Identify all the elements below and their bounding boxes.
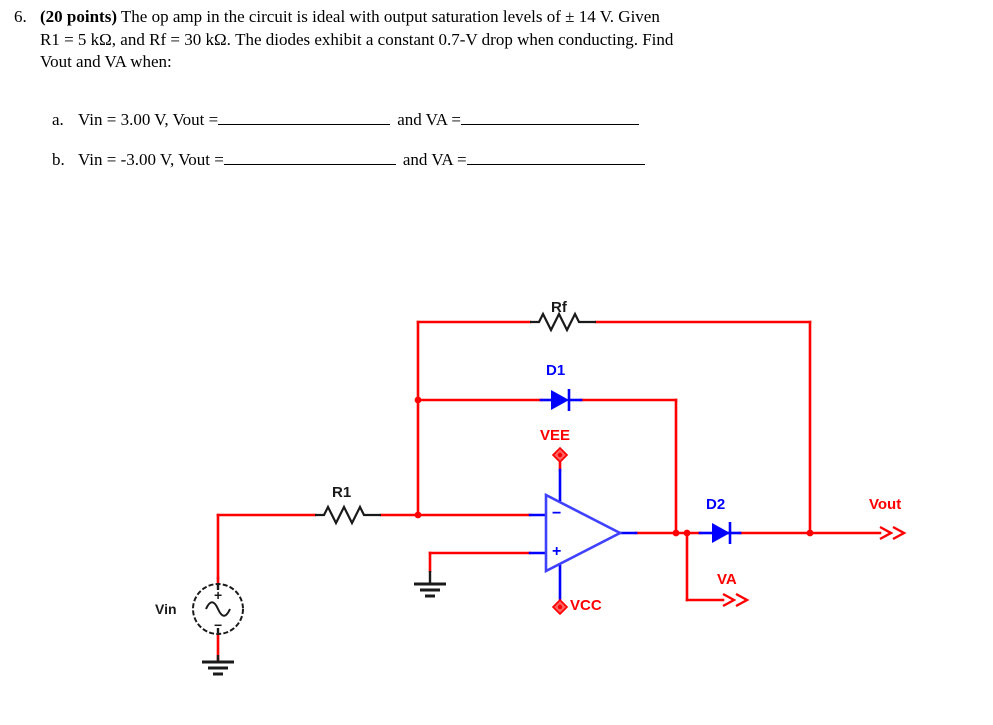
label-vcc: VCC [570,597,602,614]
label-va: VA [717,571,737,588]
junction-va-node [683,529,691,537]
subpart-b-middle: and VA = [402,150,467,169]
wire-group-blue [528,398,742,602]
junction-d1-node [414,396,422,404]
label-rf: Rf [551,299,567,316]
subpart-a: a. Vin = 3.00 V, Vout = and VA = [52,110,932,150]
junction-dots [414,396,814,537]
question-number: 6. [14,7,27,26]
voltage-source-vin [192,583,244,635]
question-line3: Vout and VA when: [40,52,172,71]
opamp-inverting-sign: − [552,505,562,522]
junction-vout-node [806,529,814,537]
va-port-icon [722,592,750,608]
diode-d1-symbol [551,389,571,411]
subparts-list: a. Vin = 3.00 V, Vout = and VA = b. Vin … [52,110,932,190]
subpart-a-va-blank[interactable] [460,110,639,125]
label-r1: R1 [332,484,352,501]
question-line-1: 6. (20 points) The op amp in the circuit… [14,6,954,74]
subpart-b: b. Vin = -3.00 V, Vout = and VA = [52,150,932,190]
resistor-rf-symbol [530,311,596,333]
opamp-noninverting-sign: + [552,543,562,560]
source-plus-sign: + [214,587,223,603]
wire-group-red [216,320,882,662]
junction-opamp-out-node [672,529,680,537]
subpart-a-letter: a. [52,110,64,129]
diode-d2-symbol [712,522,732,544]
vcc-dot [557,604,563,610]
subpart-b-va-blank[interactable] [466,150,645,165]
label-vout: Vout [869,496,902,513]
label-d1: D1 [546,362,566,379]
ground-symbol-opamp [414,571,446,598]
label-vin: Vin [155,601,177,617]
vout-port-icon [879,525,907,541]
subpart-b-letter: b. [52,150,65,169]
resistor-r1-symbol [315,504,381,526]
question-block: 6. (20 points) The op amp in the circuit… [14,6,954,74]
label-vee: VEE [540,427,571,444]
subpart-a-vout-blank[interactable] [218,110,391,125]
subpart-a-prefix: Vin = 3.00 V, Vout = [78,110,219,129]
question-line1-rest: The op amp in the circuit is ideal with … [116,7,660,26]
source-minus-sign: − [214,617,223,633]
opamp-symbol [544,492,623,574]
ground-symbol-vin [202,655,234,676]
power-markers [551,446,569,616]
vee-dot [557,452,563,458]
subpart-b-prefix: Vin = -3.00 V, Vout = [78,150,224,169]
question-line2: R1 = 5 kΩ, and Rf = 30 kΩ. The diodes ex… [40,29,674,49]
subpart-a-middle: and VA = [397,110,461,129]
question-text: (20 points) The op amp in the circuit is… [40,6,954,74]
label-d2: D2 [706,496,726,513]
junction-inverting-node [414,511,422,519]
subpart-b-vout-blank[interactable] [223,150,396,165]
sine-wave-icon [205,601,231,617]
points-label: (20 points) [40,7,117,26]
